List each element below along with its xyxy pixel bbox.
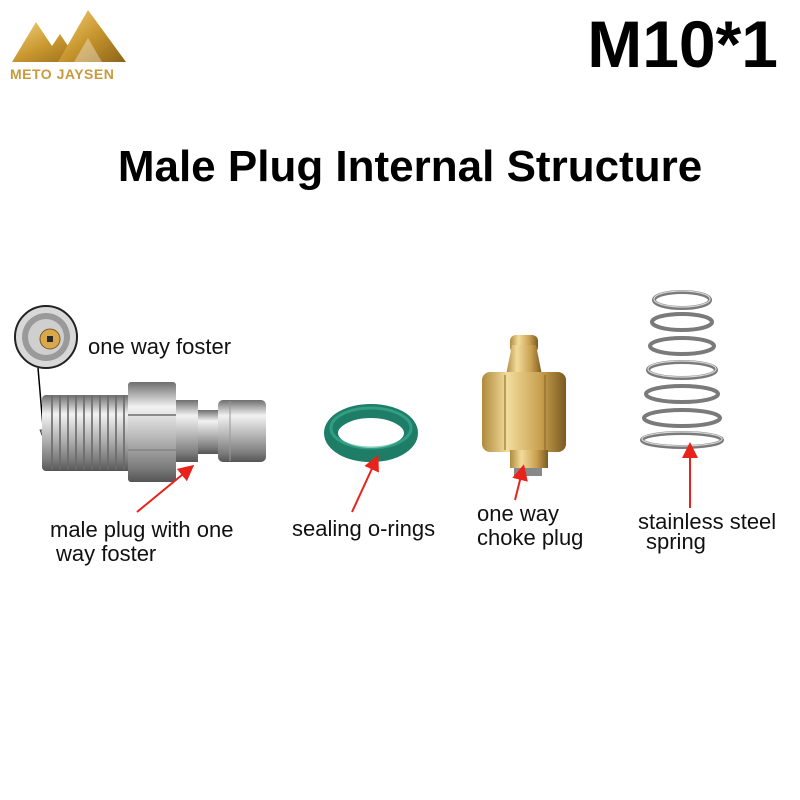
label-spring-line2: spring xyxy=(646,529,706,554)
male-plug-image xyxy=(42,382,266,482)
label-o-rings: sealing o-rings xyxy=(292,516,436,541)
arrow-o-ring xyxy=(351,454,379,513)
label-male-plug-line2: way foster xyxy=(56,541,157,566)
label-male-plug-line1: male plug with one xyxy=(50,517,234,542)
label-choke-plug-line2: choke plug xyxy=(477,525,584,550)
brand-name: METO JAYSEN xyxy=(10,66,115,82)
label-one-way-foster: one way foster xyxy=(88,334,232,359)
arrow-choke-plug xyxy=(512,464,528,501)
arrow-male-plug xyxy=(136,464,195,513)
foster-closeup-icon xyxy=(14,305,78,369)
label-spring-line1: stainless steel xyxy=(638,509,777,534)
label-choke-plug-line1: one way xyxy=(477,501,559,526)
callout-arrows xyxy=(136,442,698,513)
logo-icon xyxy=(12,10,126,62)
choke-plug-image xyxy=(482,335,566,476)
spring-image xyxy=(640,290,724,449)
size-title: M10*1 xyxy=(587,7,778,81)
page-title: Male Plug Internal Structure xyxy=(117,142,703,191)
